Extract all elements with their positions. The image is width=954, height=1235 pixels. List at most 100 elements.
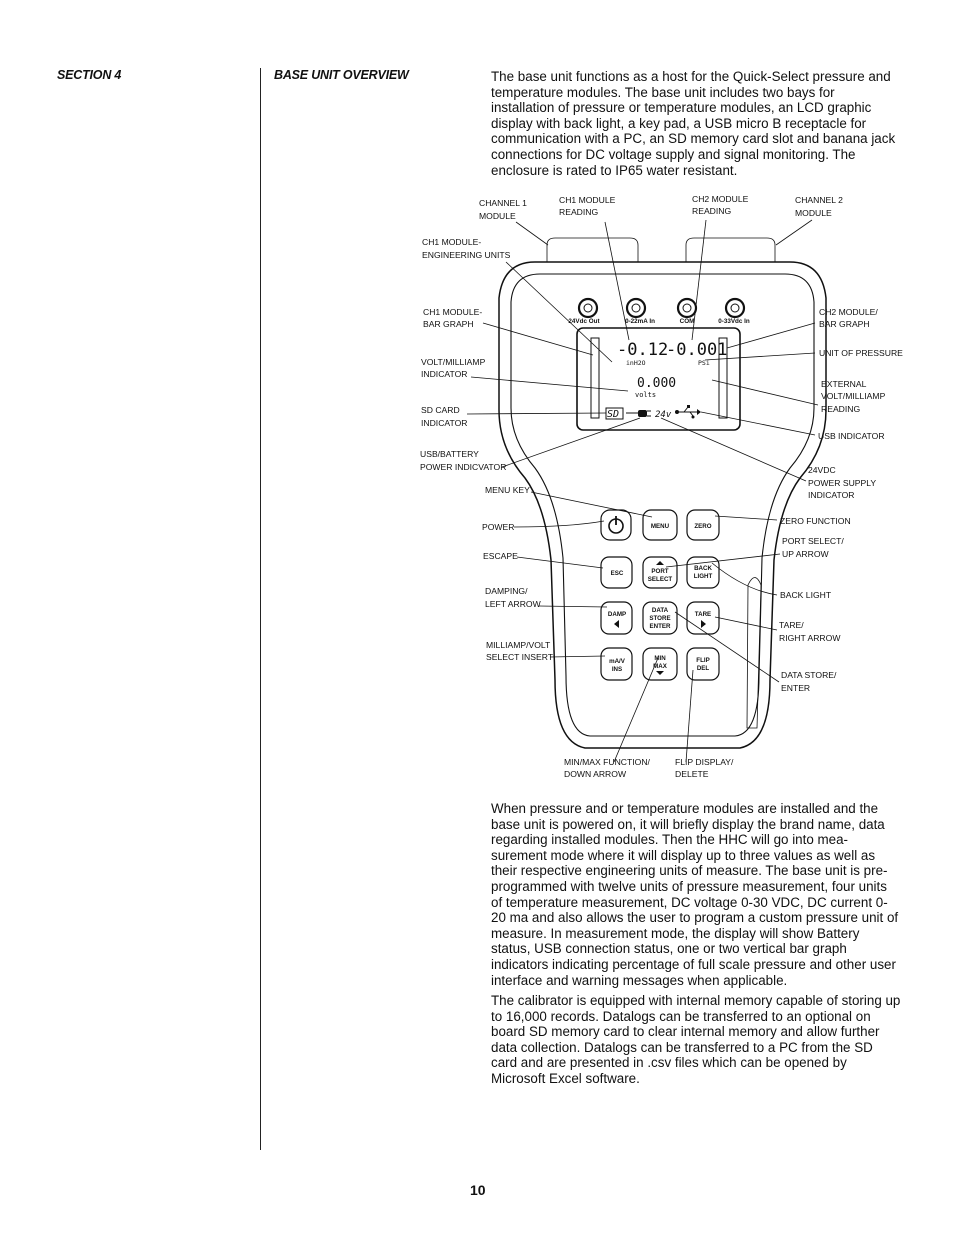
damp-button[interactable]: DAMP xyxy=(600,601,633,635)
svg-text:ENTER: ENTER xyxy=(781,683,810,693)
label-back-light: BACK LIGHT xyxy=(780,590,832,600)
svg-text:POWER SUPPLY: POWER SUPPLY xyxy=(808,478,876,488)
ch1-unit: inH2O xyxy=(626,359,646,367)
svg-text:ESC: ESC xyxy=(611,570,624,577)
esc-button[interactable]: ESC xyxy=(600,556,633,589)
label-channel2-module: CHANNEL 2 xyxy=(795,195,843,205)
svg-text:ENTER: ENTER xyxy=(650,623,672,630)
memory-paragraph: The calibrator is equipped with internal… xyxy=(491,993,901,1086)
svg-text:POWER INDICVATOR: POWER INDICVATOR xyxy=(420,462,506,472)
plug-icon xyxy=(626,410,651,417)
flip-delete-button[interactable]: FLIP DEL xyxy=(686,647,720,681)
label-ch2-module-reading: CH2 MODULE xyxy=(692,194,749,204)
svg-text:mA/V: mA/V xyxy=(609,658,626,665)
measurement-mode-paragraph: When pressure and or temperature modules… xyxy=(491,801,899,988)
label-power: POWER xyxy=(482,522,514,532)
label-usb-indicator: USB INDICATOR xyxy=(818,431,885,441)
ch2-unit: PSi xyxy=(698,359,710,367)
section-label: SECTION 4 xyxy=(57,68,122,82)
svg-text:MAX: MAX xyxy=(653,663,668,670)
svg-text:DEL: DEL xyxy=(697,665,710,672)
svg-text:TARE: TARE xyxy=(695,611,711,618)
svg-text:INS: INS xyxy=(612,666,622,673)
label-sd-card-indicator: SD CARD xyxy=(421,405,460,415)
svg-text:ZERO: ZERO xyxy=(694,523,711,530)
svg-text:PORT: PORT xyxy=(651,568,668,575)
label-menu-key: MENU KEY xyxy=(485,485,530,495)
label-zero-function: ZERO FUNCTION xyxy=(780,516,851,526)
svg-text:READING: READING xyxy=(821,404,860,414)
label-milliamp-volt: MILLIAMP/VOLT xyxy=(486,640,551,650)
leader-lines xyxy=(466,219,819,763)
min-max-button[interactable]: MIN MAX xyxy=(642,647,678,681)
svg-text:BAR GRAPH: BAR GRAPH xyxy=(423,319,474,329)
power-button[interactable] xyxy=(600,509,632,541)
svg-text:MENU: MENU xyxy=(651,523,670,530)
svg-text:LIGHT: LIGHT xyxy=(694,573,713,580)
topic-heading: BASE UNIT OVERVIEW xyxy=(274,68,409,82)
banana-jacks: 24Vdc Out 0-22mA In COM 0-33Vdc In xyxy=(568,297,750,325)
svg-text:MIN: MIN xyxy=(654,655,666,662)
svg-text:MODULE: MODULE xyxy=(479,211,516,221)
jack-label-ma-in: 0-22mA In xyxy=(625,318,655,325)
svg-text:INDICATOR: INDICATOR xyxy=(421,418,467,428)
label-ch2-bar-graph: CH2 MODULE/ xyxy=(819,307,878,317)
svg-text:READING: READING xyxy=(559,207,598,217)
milliamp-volt-button[interactable]: mA/V INS xyxy=(600,647,633,681)
label-tare: TARE/ xyxy=(779,620,804,630)
jack-label-24vdc-out: 24Vdc Out xyxy=(568,318,600,325)
label-channel1-module: CHANNEL 1 xyxy=(479,198,527,208)
lcd-display: -0.12 -0.001 inH2O PSi 0.000 volts SD 24… xyxy=(576,327,741,431)
data-store-enter-button[interactable]: DATA STORE ENTER xyxy=(642,601,678,635)
svg-text:UP ARROW: UP ARROW xyxy=(782,549,830,559)
label-damping: DAMPING/ xyxy=(485,586,528,596)
label-unit-of-pressure: UNIT OF PRESSURE xyxy=(819,348,903,358)
svg-text:ENGINEERING UNITS: ENGINEERING UNITS xyxy=(422,250,511,260)
label-data-store: DATA STORE/ xyxy=(781,670,837,680)
svg-text:DATA: DATA xyxy=(652,607,669,614)
svg-text:BAR GRAPH: BAR GRAPH xyxy=(819,319,870,329)
label-ch1-bar-graph: CH1 MODULE- xyxy=(423,307,482,317)
svg-text:LEFT ARROW: LEFT ARROW xyxy=(485,599,542,609)
jack-label-vdc-in: 0-33Vdc In xyxy=(718,318,750,325)
svg-text:VOLT/MILLIAMP: VOLT/MILLIAMP xyxy=(821,391,886,401)
label-24vdc-supply-indicator: 24VDC xyxy=(808,465,836,475)
jack-label-com: COM xyxy=(680,318,695,325)
label-ch1-module-reading: CH1 MODULE xyxy=(559,195,616,205)
label-port-select: PORT SELECT/ xyxy=(782,536,844,546)
svg-text:INDICATOR: INDICATOR xyxy=(421,369,467,379)
svg-text:MODULE: MODULE xyxy=(795,208,832,218)
sd-card-icon: SD xyxy=(607,409,619,420)
svg-text:RIGHT ARROW: RIGHT ARROW xyxy=(779,633,841,643)
zero-button[interactable]: ZERO xyxy=(686,509,720,541)
ch1-reading: -0.12 xyxy=(617,340,668,360)
label-usb-battery-indicator: USB/BATTERY xyxy=(420,449,479,459)
page-number: 10 xyxy=(470,1182,486,1198)
svg-text:INDICATOR: INDICATOR xyxy=(808,490,854,500)
usb-icon xyxy=(675,405,701,419)
column-divider xyxy=(260,68,261,1150)
svg-text:SELECT INSERT: SELECT INSERT xyxy=(486,652,554,662)
intro-paragraph: The base unit functions as a host for th… xyxy=(491,69,896,178)
svg-text:BACK: BACK xyxy=(694,565,712,572)
label-escape: ESCAPE xyxy=(483,551,518,561)
label-min-max: MIN/MAX FUNCTION/ xyxy=(564,757,651,767)
24v-indicator: 24v xyxy=(655,410,672,420)
ch2-reading: -0.001 xyxy=(666,340,727,360)
svg-text:DAMP: DAMP xyxy=(608,611,626,618)
svg-text:FLIP: FLIP xyxy=(696,657,709,664)
external-reading: 0.000 xyxy=(637,376,676,391)
port-select-button[interactable]: PORT SELECT xyxy=(642,556,678,589)
menu-button[interactable]: MENU xyxy=(642,509,678,541)
base-unit-diagram: 24Vdc Out 0-22mA In COM 0-33Vdc In -0.12… xyxy=(420,194,903,779)
svg-text:READING: READING xyxy=(692,206,731,216)
svg-text:DELETE: DELETE xyxy=(675,769,709,779)
label-external-reading: EXTERNAL xyxy=(821,379,867,389)
label-flip-display: FLIP DISPLAY/ xyxy=(675,757,734,767)
volt-unit: volts xyxy=(635,391,656,399)
svg-text:SELECT: SELECT xyxy=(648,576,673,583)
tare-button[interactable]: TARE xyxy=(686,601,720,635)
back-light-button[interactable]: BACK LIGHT xyxy=(686,556,720,589)
label-volt-milliamp-indicator: VOLT/MILLIAMP xyxy=(421,357,486,367)
svg-text:STORE: STORE xyxy=(649,615,670,622)
